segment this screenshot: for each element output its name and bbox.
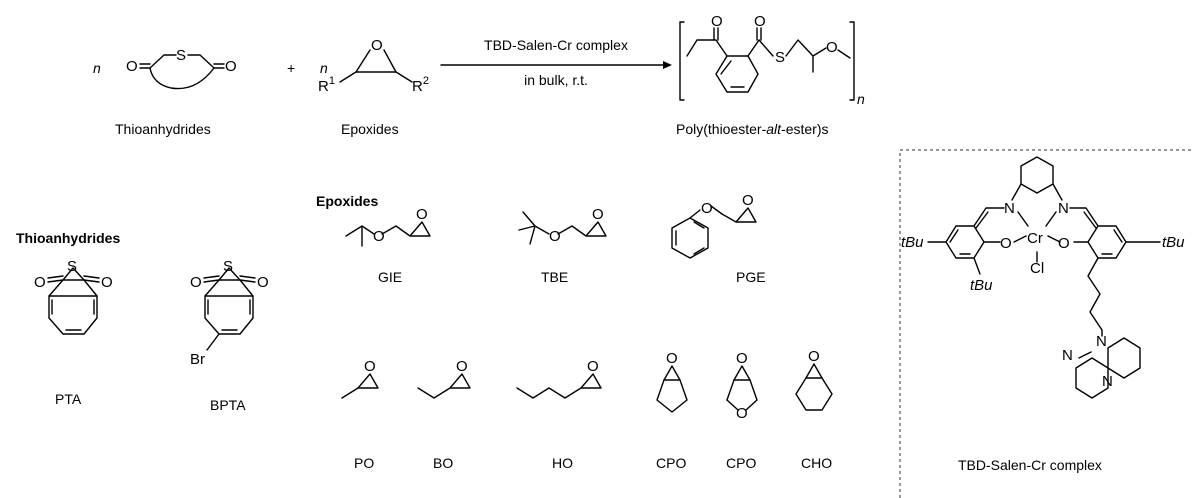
atom-O: O bbox=[736, 405, 748, 422]
atom-O: O bbox=[34, 274, 46, 291]
atom-Cr: Cr bbox=[1027, 230, 1043, 247]
atom-O: O bbox=[711, 13, 723, 30]
atom-O: O bbox=[1058, 235, 1070, 252]
catalyst-box-title: TBD-Salen-Cr complex bbox=[958, 457, 1102, 473]
atom-O: O bbox=[190, 274, 202, 291]
generic-thioanhydride: n O S O Thioanhydrides bbox=[93, 47, 237, 137]
atom-O: O bbox=[1000, 235, 1012, 252]
plus-sign: + bbox=[287, 60, 295, 76]
label-cho: CHO bbox=[801, 455, 832, 471]
atom-O: O bbox=[101, 274, 113, 291]
molecule-cpo-2: O O CPO bbox=[726, 350, 758, 471]
atom-Br: Br bbox=[190, 351, 205, 368]
section-title-thioanhydrides: Thioanhydrides bbox=[16, 230, 120, 246]
tbu-left: tBu bbox=[901, 234, 924, 251]
atom-O: O bbox=[364, 358, 376, 375]
atom-O: O bbox=[592, 206, 604, 223]
reaction-arrow: TBD-Salen-Cr complex in bulk, r.t. bbox=[440, 37, 672, 88]
molecule-bo: O BO bbox=[417, 358, 471, 471]
atom-N: N bbox=[1004, 200, 1015, 217]
atom-S: S bbox=[176, 47, 186, 64]
molecule-pge: O O PGE bbox=[671, 192, 766, 285]
atom-O: O bbox=[225, 58, 237, 75]
atom-O: O bbox=[742, 192, 754, 209]
atom-O: O bbox=[549, 228, 561, 245]
atom-O: O bbox=[666, 350, 678, 367]
atom-O: O bbox=[736, 350, 748, 367]
label-bo: BO bbox=[433, 455, 453, 471]
section-title-epoxides: Epoxides bbox=[316, 193, 378, 209]
atom-O: O bbox=[808, 348, 820, 365]
atom-O: O bbox=[416, 206, 428, 223]
molecule-cho: O CHO bbox=[795, 348, 833, 471]
label-cpo-1: CPO bbox=[656, 455, 686, 471]
atom-Cl: Cl bbox=[1030, 260, 1044, 277]
tbu-right: tBu bbox=[1162, 234, 1185, 251]
molecule-pta: S O O PTA bbox=[34, 258, 113, 407]
label-product: Poly(thioester-alt-ester)s bbox=[676, 121, 829, 137]
atom-O: O bbox=[373, 228, 385, 245]
product-polymer: n O O S O Poly(thioester-alt-ester)s bbox=[676, 13, 865, 137]
label-cpo-2: CPO bbox=[726, 455, 756, 471]
molecule-cpo-1: O CPO bbox=[656, 350, 688, 471]
atom-O: O bbox=[456, 358, 468, 375]
tbu-bottom: tBu bbox=[970, 277, 993, 294]
catalyst-label: TBD-Salen-Cr complex bbox=[484, 37, 628, 53]
label-pta: PTA bbox=[55, 391, 82, 407]
atom-O: O bbox=[701, 200, 713, 217]
label-ho: HO bbox=[552, 455, 573, 471]
label-epoxides: Epoxides bbox=[341, 121, 399, 137]
atom-O: O bbox=[826, 39, 838, 56]
stoich-n-2: n bbox=[320, 60, 328, 76]
label-bpta: BPTA bbox=[210, 397, 246, 413]
conditions-label: in bulk, r.t. bbox=[524, 72, 588, 88]
atom-O: O bbox=[587, 358, 599, 375]
atom-N: N bbox=[1058, 200, 1069, 217]
r1-group: R1 bbox=[318, 75, 335, 95]
atom-N: N bbox=[1096, 333, 1107, 350]
molecule-gie: O O GIE bbox=[345, 206, 431, 285]
r2-group: R2 bbox=[412, 75, 429, 95]
atom-S: S bbox=[223, 258, 233, 275]
atom-S: S bbox=[775, 49, 785, 66]
molecule-ho: O HO bbox=[516, 358, 602, 471]
molecule-bpta: S O O Br BPTA bbox=[190, 258, 269, 413]
atom-O: O bbox=[257, 274, 269, 291]
atom-N: N bbox=[1062, 347, 1073, 364]
generic-epoxide: n O R1 R2 Epoxides bbox=[318, 37, 429, 137]
atom-N: N bbox=[1102, 373, 1113, 390]
label-gie: GIE bbox=[378, 269, 402, 285]
atom-O: O bbox=[126, 58, 138, 75]
label-pge: PGE bbox=[736, 269, 766, 285]
atom-O: O bbox=[371, 37, 383, 54]
label-thioanhydrides: Thioanhydrides bbox=[115, 121, 211, 137]
catalyst-box: N N Cr O O Cl tBu tBu tBu N N N TBD-Sale… bbox=[899, 149, 1192, 498]
product-n: n bbox=[857, 91, 865, 107]
label-po: PO bbox=[354, 455, 374, 471]
atom-O: O bbox=[754, 13, 766, 30]
stoich-n-1: n bbox=[93, 60, 101, 76]
molecule-tbe: O O TBE bbox=[518, 206, 607, 285]
atom-S: S bbox=[67, 258, 77, 275]
label-tbe: TBE bbox=[541, 269, 568, 285]
molecule-po: O PO bbox=[341, 358, 379, 471]
